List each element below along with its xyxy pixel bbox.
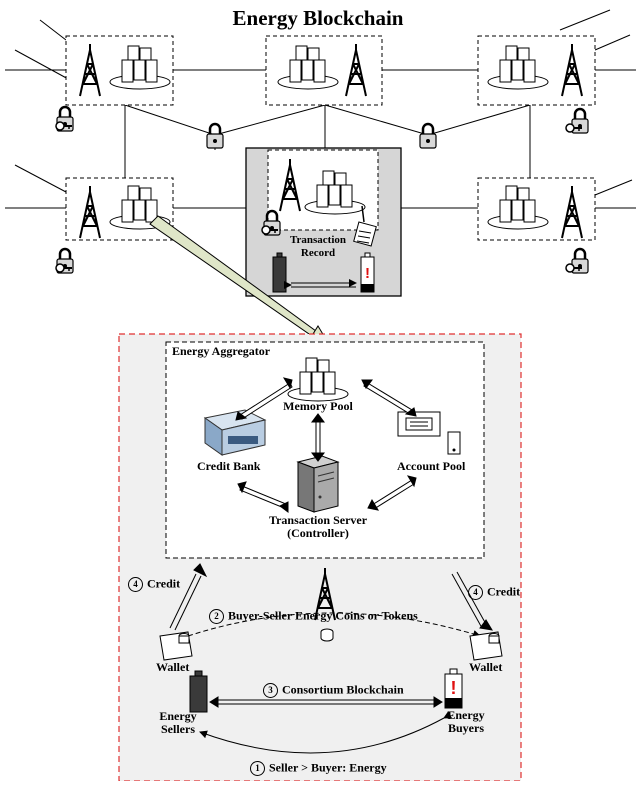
step3-label: 3 Consortium Blockchain <box>263 683 404 698</box>
memory-pool-label: Memory Pool <box>283 399 353 413</box>
wallet-left-label: Wallet <box>156 660 190 674</box>
buyer-battery: ! <box>444 668 463 709</box>
step3-text: Consortium Blockchain <box>282 682 404 697</box>
link-lock-right <box>418 122 438 150</box>
node-middle-right <box>477 177 596 275</box>
buyer-battery-top: ! <box>360 252 375 293</box>
wallet-left-icon <box>159 631 193 661</box>
diagram-title: Energy Blockchain <box>232 6 404 30</box>
coins-exchange-arrow <box>180 612 481 642</box>
consortium-arrow <box>209 696 443 708</box>
transaction-server-label: Transaction Server (Controller) <box>268 513 368 540</box>
seller-battery-top <box>272 252 287 293</box>
seller-battery <box>189 670 208 713</box>
step2-text: Buyer-Seller Energy Coins or Tokens <box>228 608 418 623</box>
network-links <box>5 9 636 209</box>
credit-left-text: Credit <box>147 576 181 591</box>
credit-right-text: Credit <box>487 584 521 599</box>
step1-label: 1 Seller > Buyer: Energy <box>250 761 387 776</box>
step1-marker: 1 <box>250 761 265 776</box>
node-top-middle <box>265 35 383 106</box>
wallet-right-label: Wallet <box>469 660 503 674</box>
step1-text: Seller > Buyer: Energy <box>269 760 387 775</box>
transaction-record-label: Transaction Record <box>289 234 347 259</box>
transaction-panel: ! <box>245 147 402 297</box>
node-top-left <box>55 35 174 133</box>
wallet-right-icon <box>469 631 503 661</box>
energy-sellers-label: Energy Sellers <box>159 709 197 736</box>
energy-buyers-label: Energy Buyers <box>447 708 485 735</box>
step2-marker: 2 <box>209 609 224 624</box>
transaction-server-icon <box>296 455 340 513</box>
energy-flow-arrow <box>199 711 453 754</box>
step3-marker: 3 <box>263 683 278 698</box>
aggregator-arrows <box>235 377 417 513</box>
step2-label: 2 Buyer-Seller Energy Coins or Tokens <box>209 609 418 624</box>
energy-aggregator-title: Energy Aggregator <box>172 344 271 358</box>
svg-text:!: ! <box>365 265 370 282</box>
node-top-right <box>477 35 596 135</box>
credit-right-label: 4 Credit <box>468 585 520 600</box>
link-lock-left <box>205 122 225 150</box>
step4-left-marker: 4 <box>128 577 143 592</box>
credit-arrow-left <box>169 563 208 631</box>
transaction-record-icon <box>353 205 377 247</box>
node-middle-left <box>55 177 174 275</box>
coin-icon <box>320 628 334 642</box>
account-pool-label: Account Pool <box>397 459 466 473</box>
credit-bank-label: Credit Bank <box>197 459 261 473</box>
credit-bank-icon <box>203 409 267 456</box>
step4-right-marker: 4 <box>468 585 483 600</box>
credit-left-label: 4 Credit <box>128 577 180 592</box>
account-pool-icon <box>397 411 461 455</box>
svg-text:!: ! <box>451 678 457 698</box>
